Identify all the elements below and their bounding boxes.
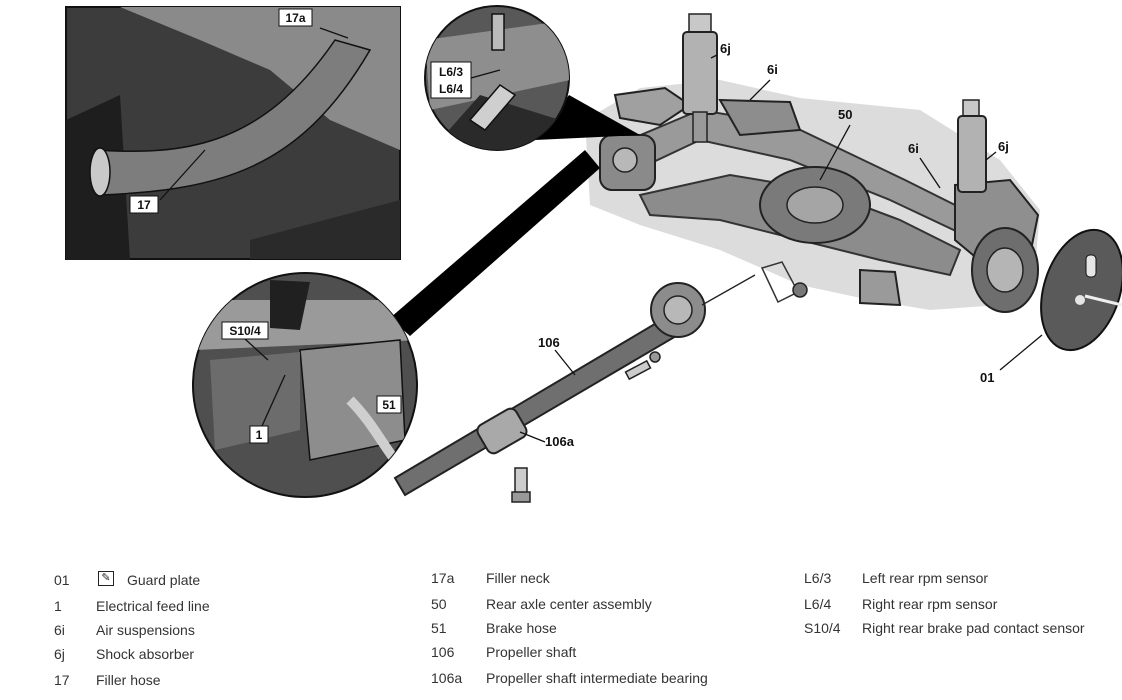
legend-code: 106a xyxy=(431,670,463,686)
legend-code: 01 xyxy=(54,572,70,588)
guard-plate xyxy=(1040,228,1122,352)
legend-desc: Rear axle center assembly xyxy=(486,596,652,612)
legend-desc: Electrical feed line xyxy=(96,598,210,614)
legend-desc: Filler neck xyxy=(486,570,550,586)
callout-01: 01 xyxy=(980,370,994,385)
legend-code: 50 xyxy=(431,596,447,612)
callout-6i-left: 6i xyxy=(767,62,778,77)
legend-code: L6/4 xyxy=(804,596,832,612)
callout-s10-4: S10/4 xyxy=(229,324,261,338)
legend-code: S10/4 xyxy=(804,620,841,636)
rear-axle-diagram: 17a 17 L6/3 L6/4 S10/4 51 xyxy=(65,5,1122,503)
legend-code: L6/3 xyxy=(804,570,832,586)
callout-17a: 17a xyxy=(285,11,305,25)
callout-50: 50 xyxy=(838,107,852,122)
parts-legend: 01 ✎ Guard plate 1 Electrical feed line … xyxy=(0,560,1122,700)
shock-absorber-right xyxy=(957,99,987,193)
shock-absorber-left xyxy=(682,13,718,143)
legend-desc: Propeller shaft xyxy=(486,644,577,660)
legend-desc: Shock absorber xyxy=(96,646,195,662)
callout-106a: 106a xyxy=(545,434,575,449)
legend-desc: Propeller shaft intermediate bearing xyxy=(486,670,708,686)
inset-brake-caliper: S10/4 51 1 xyxy=(192,150,600,498)
legend-desc: Left rear rpm sensor xyxy=(862,570,989,586)
callout-106: 106 xyxy=(538,335,560,350)
screw-icon xyxy=(511,467,531,503)
inset-filler-hose: 17a 17 xyxy=(65,6,401,260)
legend-desc: Right rear rpm sensor xyxy=(862,596,998,612)
callout-6j-left: 6j xyxy=(720,41,731,56)
bolt-icon xyxy=(624,351,661,381)
callout-l6-4: L6/4 xyxy=(439,82,463,96)
callout-51: 51 xyxy=(382,398,396,412)
main-callouts: 6j 6i 50 6i 6j 106 106a 01 xyxy=(519,41,1043,449)
callout-1: 1 xyxy=(256,428,263,442)
callout-6j-right: 6j xyxy=(998,139,1009,154)
callout-17: 17 xyxy=(137,198,151,212)
legend-desc: Filler hose xyxy=(96,672,161,688)
legend-desc: Brake hose xyxy=(486,620,557,636)
propeller-shaft xyxy=(393,274,756,503)
legend-code: 51 xyxy=(431,620,447,636)
legend-desc: Guard plate xyxy=(127,572,201,588)
legend-code: 17a xyxy=(431,570,455,586)
legend-code: 106 xyxy=(431,644,455,660)
callout-6i-right: 6i xyxy=(908,141,919,156)
legend-code: 6j xyxy=(54,646,65,662)
legend-code: 1 xyxy=(54,598,62,614)
legend-desc: Right rear brake pad contact sensor xyxy=(862,620,1085,636)
inset-rpm-sensors: L6/3 L6/4 xyxy=(424,5,640,151)
wrench-note-icon: ✎ xyxy=(98,571,114,586)
legend-desc: Air suspensions xyxy=(96,622,195,638)
legend-code: 6i xyxy=(54,622,65,638)
legend-code: 17 xyxy=(54,672,70,688)
callout-l6-3: L6/3 xyxy=(439,65,463,79)
